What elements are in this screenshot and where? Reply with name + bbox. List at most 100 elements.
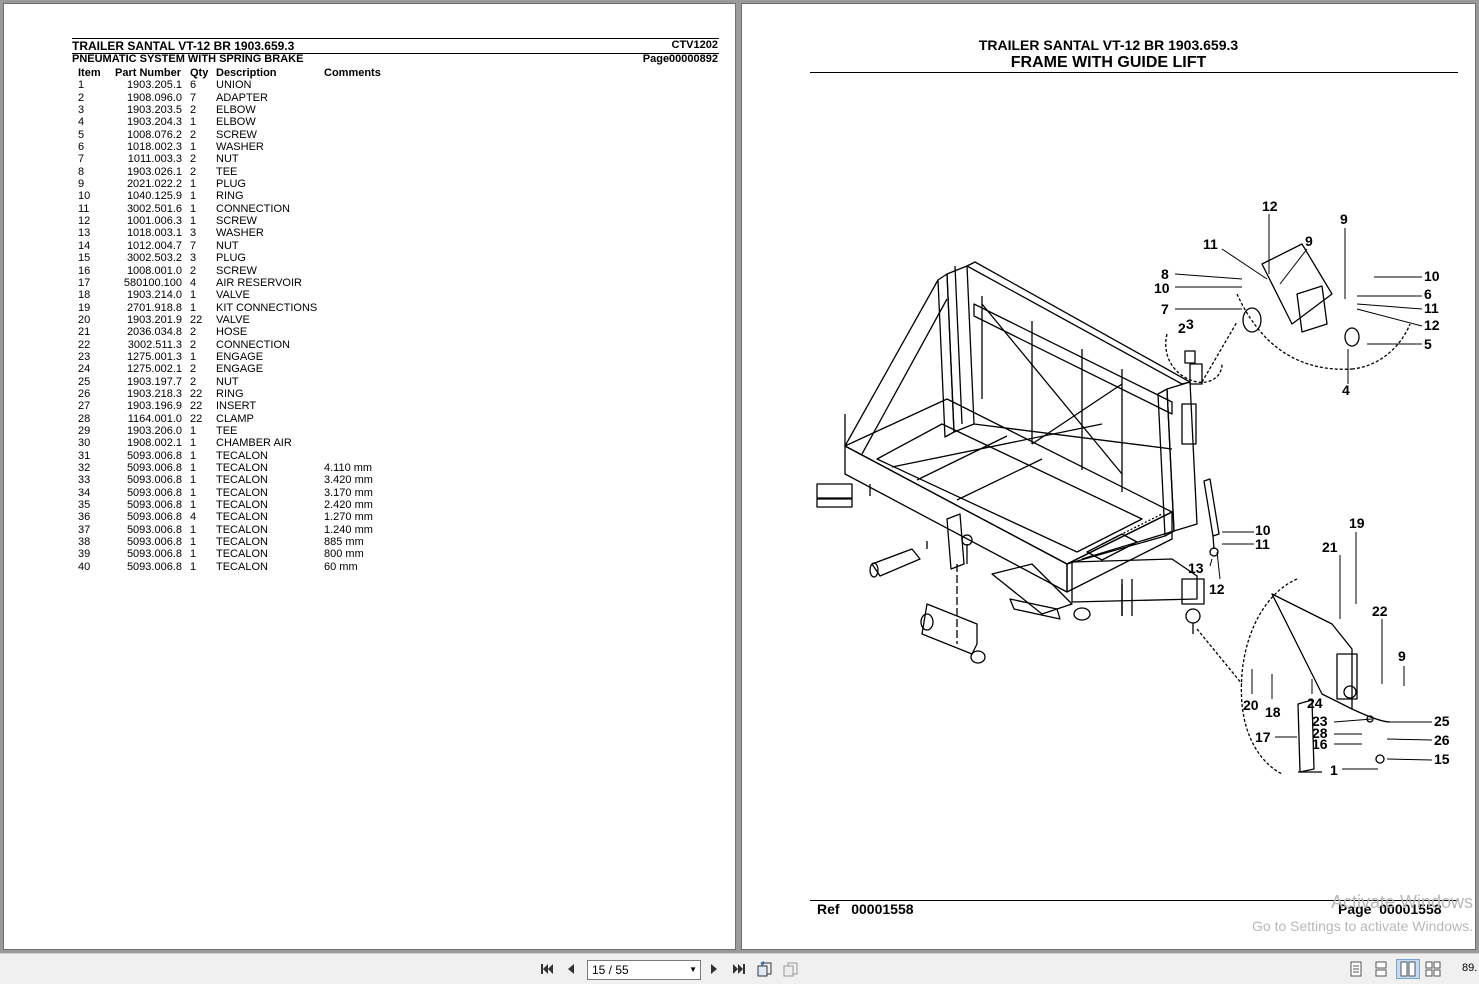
- cell-item: 34: [78, 486, 91, 499]
- cell-part-number: 2021.022.2: [126, 178, 182, 191]
- cell-comments: [324, 425, 394, 437]
- cell-comments: [324, 277, 394, 289]
- cell-comments: [324, 351, 394, 363]
- cell-qty: 1: [190, 499, 197, 512]
- cell-comments: [324, 363, 394, 375]
- zoom-level[interactable]: 89.: [1462, 962, 1478, 974]
- cell-qty: 22: [190, 400, 203, 413]
- cell-item: 13: [78, 227, 91, 240]
- cell-comments: [324, 437, 394, 449]
- extract-icon[interactable]: [782, 960, 800, 978]
- cell-item: 36: [78, 511, 91, 524]
- cell-comments: 885 mm: [324, 536, 364, 549]
- cell-part-number: 5093.006.8: [126, 499, 182, 512]
- cell-item: 25: [78, 375, 91, 388]
- cell-qty: 2: [190, 326, 197, 339]
- cell-description: ADAPTER: [216, 91, 268, 104]
- cell-description: ENGAGE: [216, 363, 264, 376]
- cell-description: NUT: [216, 375, 239, 388]
- cell-qty: 1: [190, 486, 197, 499]
- cell-comments: [324, 240, 394, 252]
- continuous-icon[interactable]: [1372, 960, 1390, 978]
- bottom-detail-drawing: [1196, 578, 1391, 775]
- cell-description: TECALON: [216, 548, 268, 561]
- cell-part-number: 1275.001.3: [126, 350, 182, 363]
- next-page-icon[interactable]: [705, 960, 723, 978]
- cell-comments: [324, 153, 394, 165]
- two-page-icon[interactable]: [1396, 959, 1420, 979]
- cell-description: NUT: [216, 239, 239, 252]
- cell-qty: 1: [190, 424, 197, 437]
- cell-part-number: 5093.006.8: [126, 548, 182, 561]
- cell-part-number: 1903.218.3: [126, 387, 182, 400]
- parts-table-header: Item Part Number Qty Description Comment…: [74, 67, 394, 79]
- cell-item: 20: [78, 313, 91, 326]
- cell-description: WASHER: [216, 141, 264, 154]
- cell-description: KIT CONNECTIONS: [216, 301, 318, 314]
- cell-description: TECALON: [216, 449, 268, 462]
- cell-comments: [324, 116, 394, 128]
- cell-item: 22: [78, 338, 91, 351]
- cell-item: 31: [78, 449, 91, 462]
- cell-comments: 3.170 mm: [324, 486, 373, 499]
- cell-comments: [324, 166, 394, 178]
- cell-description: TECALON: [216, 499, 268, 512]
- cell-item: 26: [78, 387, 91, 400]
- first-page-icon[interactable]: [538, 960, 556, 978]
- cell-qty: 2: [190, 264, 197, 277]
- cell-item: 8: [78, 165, 85, 178]
- cell-part-number: 5093.006.8: [126, 536, 182, 549]
- page-number-field[interactable]: 15 / 55 ▼: [587, 960, 701, 980]
- callout-26: 26: [1434, 732, 1450, 748]
- cell-qty: 1: [190, 474, 197, 487]
- lift-frame-drawing: [844, 261, 1203, 565]
- last-page-icon[interactable]: [730, 960, 748, 978]
- cell-item: 24: [78, 363, 91, 376]
- prev-page-icon[interactable]: [562, 960, 580, 978]
- cell-part-number: 5093.006.8: [126, 511, 182, 524]
- cell-description: ENGAGE: [216, 350, 264, 363]
- cell-item: 23: [78, 350, 91, 363]
- cell-qty: 2: [190, 104, 197, 117]
- diagram-title: TRAILER SANTAL VT-12 BR 1903.659.3: [978, 37, 1239, 53]
- cell-part-number: 2036.034.8: [126, 326, 182, 339]
- cell-description: SCREW: [216, 264, 257, 277]
- callout-25: 25: [1434, 713, 1450, 729]
- cell-qty: 1: [190, 462, 197, 474]
- callout-23: 23: [1312, 713, 1328, 729]
- frame-base-drawing: [816, 398, 1205, 634]
- cell-comments: [324, 79, 394, 91]
- cell-part-number: 1908.096.0: [126, 91, 182, 104]
- chevron-down-icon[interactable]: ▼: [689, 965, 697, 974]
- cell-part-number: 1903.204.3: [126, 116, 182, 129]
- two-page-continuous-icon[interactable]: [1424, 960, 1442, 978]
- cell-description: TECALON: [216, 560, 268, 573]
- cell-item: 29: [78, 424, 91, 437]
- cell-description: NUT: [216, 153, 239, 166]
- rotate-icon[interactable]: [756, 960, 774, 978]
- cell-comments: [324, 376, 394, 388]
- single-page-icon[interactable]: [1347, 960, 1365, 978]
- cell-description: CHAMBER AIR: [216, 437, 292, 450]
- cell-item: 4: [78, 116, 85, 129]
- cell-item: 30: [78, 437, 91, 450]
- callout-2: 2: [1178, 320, 1186, 336]
- cell-part-number: 1040.125.9: [126, 190, 182, 203]
- cell-qty: 2: [190, 153, 197, 166]
- cell-item: 5: [78, 128, 85, 141]
- callout-11: 11: [1424, 300, 1439, 316]
- footer-rule: [810, 900, 1458, 901]
- cell-part-number: 1001.006.3: [126, 215, 182, 228]
- callout-10: 10: [1424, 268, 1440, 284]
- cell-qty: 2: [190, 128, 197, 141]
